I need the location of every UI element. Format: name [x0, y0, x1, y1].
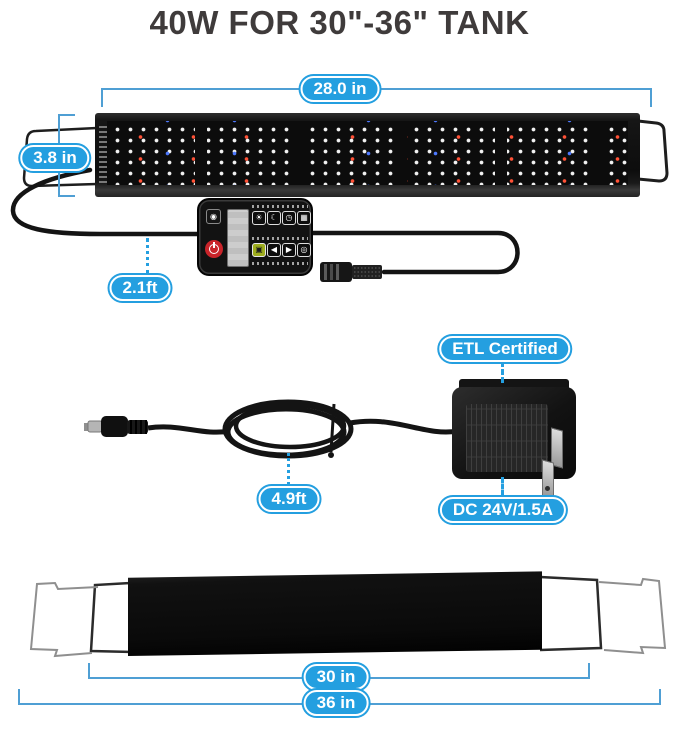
- leader-4-9ft: [287, 453, 290, 485]
- dimension-28in-label: 28.0 in: [300, 76, 380, 102]
- page-title: 40W FOR 30"-36" TANK: [149, 4, 530, 41]
- plug-prong-hole: [545, 486, 550, 491]
- right-arrow-icon: ▶: [282, 243, 296, 257]
- led-array: [107, 121, 628, 185]
- stand-left-inner-bracket: [89, 581, 132, 654]
- dimension-36in-label: 36 in: [303, 690, 369, 716]
- dimension-3-8in-label: 3.8 in: [20, 145, 90, 171]
- power-icon: [209, 242, 219, 254]
- dc-connector: [320, 262, 382, 282]
- power-cord-left: [147, 424, 231, 435]
- cable-length-label: 2.1ft: [109, 275, 171, 301]
- etl-certified-label: ETL Certified: [439, 336, 571, 362]
- timer-icon: ◷: [282, 211, 296, 225]
- auto-icon: ▣: [252, 243, 266, 257]
- cycle-icon: ◎: [297, 243, 311, 257]
- coiled-power-cord: [222, 399, 354, 459]
- button-labels-mid: [252, 237, 308, 240]
- dc-spec-label: DC 24V/1.5A: [439, 497, 567, 523]
- mode-grid-icon: ▦: [297, 211, 311, 225]
- moonlight-icon: ☾: [267, 211, 281, 225]
- leader-etl: [501, 361, 504, 383]
- controller-output-cable: [303, 230, 520, 275]
- leader-dc-spec: [501, 477, 504, 496]
- fixture-top-view: [128, 571, 542, 656]
- daylight-icon: ☀: [252, 211, 266, 225]
- button-labels-bottom: [252, 262, 308, 265]
- bar-right-bracket-wire: [637, 119, 669, 183]
- controller-cable: [10, 167, 205, 237]
- adapter-spec-label: [466, 404, 548, 472]
- inline-controller: ◉ ☀ ☾ ◷ ▦ ▣ ◀ ▶ ◎: [197, 198, 313, 276]
- power-button: [205, 240, 223, 258]
- stand-right-inner-bracket: [539, 575, 603, 652]
- brand-label: [99, 125, 107, 183]
- dimension-30in-label: 30 in: [303, 664, 369, 690]
- plug-prong-lower: [542, 459, 554, 499]
- leader-2-1ft: [146, 238, 149, 274]
- power-cord-right: [349, 418, 459, 435]
- stand-right-outer-bracket: [598, 577, 667, 655]
- left-arrow-icon: ◀: [267, 243, 281, 257]
- button-labels-top: [252, 205, 308, 208]
- cord-length-label: 4.9ft: [258, 486, 320, 512]
- aux-button: ◉: [206, 209, 221, 224]
- dc-barrel-plug: [84, 416, 148, 437]
- stand-left-outer-bracket: [29, 581, 99, 658]
- lcd-display: [227, 209, 249, 267]
